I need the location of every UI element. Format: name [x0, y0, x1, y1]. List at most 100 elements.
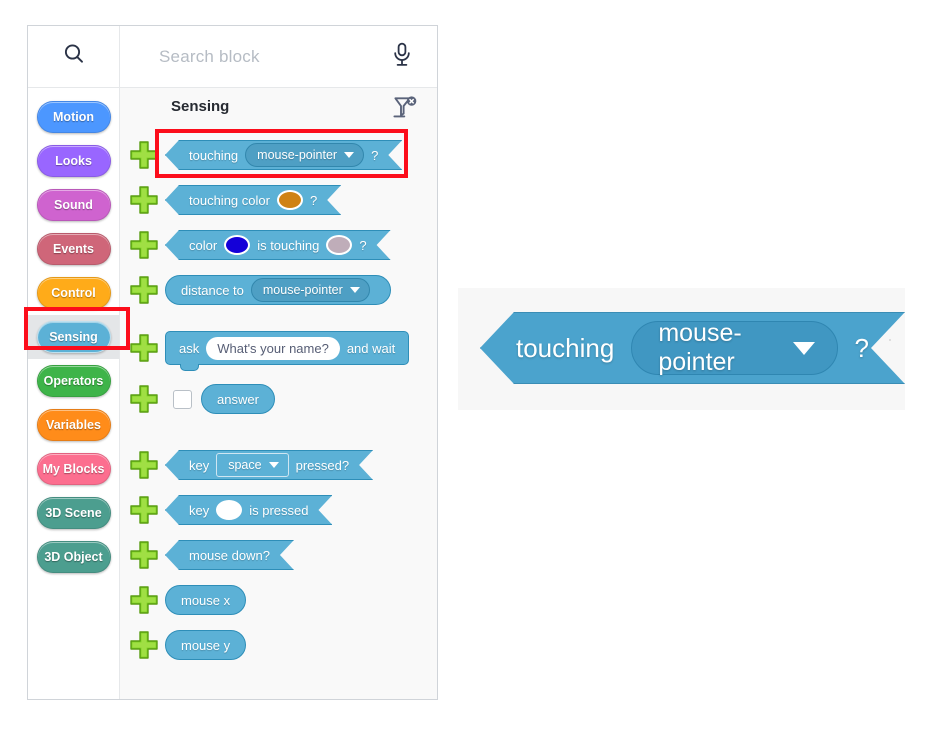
- preview-touching-block[interactable]: touching mouse-pointer ?: [480, 312, 905, 384]
- category-button-events[interactable]: Events: [36, 233, 111, 265]
- block-label: ask: [179, 340, 200, 356]
- block-label: is touching: [257, 237, 320, 253]
- block-label: mouse down?: [189, 547, 270, 563]
- plus-icon[interactable]: [129, 585, 159, 615]
- block-label: is pressed: [249, 502, 309, 518]
- category-slot-motion[interactable]: Motion: [28, 95, 119, 139]
- block-label: ?: [359, 237, 367, 253]
- block-label: mouse y: [181, 637, 231, 653]
- category-slot-looks[interactable]: Looks: [28, 139, 119, 183]
- preview-dropdown[interactable]: mouse-pointer: [631, 321, 837, 375]
- category-button-3d-object[interactable]: 3D Object: [36, 541, 111, 573]
- plus-icon[interactable]: [129, 495, 159, 525]
- category-button-motion[interactable]: Motion: [36, 101, 111, 133]
- color-swatch[interactable]: [216, 500, 242, 520]
- block-visibility-checkbox[interactable]: [173, 389, 192, 409]
- preview-label-prefix: touching: [516, 332, 615, 363]
- block-label: mouse x: [181, 592, 231, 608]
- block-dropdown-value: mouse-pointer: [257, 148, 338, 162]
- category-button-3d-scene[interactable]: 3D Scene: [36, 497, 111, 529]
- category-slot-control[interactable]: Control: [28, 271, 119, 315]
- block-mouse-x[interactable]: mouse x: [165, 585, 247, 615]
- block-label: distance to: [181, 282, 244, 298]
- chevron-down-icon: [793, 342, 815, 355]
- category-button-variables[interactable]: Variables: [36, 409, 111, 441]
- category-slot-3d-scene[interactable]: 3D Scene: [28, 491, 119, 535]
- palette-row-ask-and-wait: ask What's your name? and wait: [121, 328, 410, 371]
- block-dropdown[interactable]: space: [216, 453, 288, 477]
- block-answer[interactable]: answer: [201, 384, 275, 414]
- microphone-icon[interactable]: [391, 41, 413, 72]
- search-icon-cell[interactable]: [28, 26, 120, 87]
- palette-row-touching-color: touching color?: [121, 180, 341, 220]
- palette-row-distance-to: distance to mouse-pointer: [121, 270, 391, 310]
- block-label: touching: [189, 147, 239, 163]
- category-slot-operators[interactable]: Operators: [28, 359, 119, 403]
- palette-row-mouse-y: mouse y: [121, 625, 247, 665]
- preview-dropdown-value: mouse-pointer: [658, 319, 742, 376]
- plus-icon[interactable]: [129, 630, 159, 660]
- category-button-sensing[interactable]: Sensing: [36, 321, 111, 353]
- category-button-operators[interactable]: Operators: [36, 365, 111, 397]
- plus-icon[interactable]: [129, 230, 159, 260]
- plus-icon[interactable]: [129, 140, 159, 170]
- search-input[interactable]: Search block: [159, 46, 260, 66]
- chevron-down-icon: [269, 462, 279, 468]
- block-preview-panel: touching mouse-pointer ?: [458, 288, 905, 410]
- block-label: answer: [217, 391, 259, 407]
- category-slot-my-blocks[interactable]: My Blocks: [28, 447, 119, 491]
- color-swatch[interactable]: [277, 190, 303, 210]
- block-text-input[interactable]: What's your name?: [206, 336, 340, 360]
- palette-title: Sensing: [171, 98, 230, 115]
- block-label: and wait: [346, 340, 396, 356]
- category-slot-events[interactable]: Events: [28, 227, 119, 271]
- block-label: pressed?: [295, 457, 350, 473]
- block-touching-color[interactable]: touching color?: [165, 185, 341, 215]
- block-key-pressed[interactable]: key space pressed?: [165, 450, 373, 480]
- block-mouse-y[interactable]: mouse y: [165, 630, 247, 660]
- category-slot-variables[interactable]: Variables: [28, 403, 119, 447]
- block-dropdown-value: mouse-pointer: [262, 283, 343, 297]
- palette-row-mouse-down: mouse down?: [121, 535, 294, 575]
- plus-icon[interactable]: [129, 185, 159, 215]
- block-dropdown[interactable]: mouse-pointer: [245, 143, 364, 167]
- category-slot-3d-object[interactable]: 3D Object: [28, 535, 119, 579]
- block-ask-and-wait[interactable]: ask What's your name? and wait: [165, 331, 410, 371]
- palette-row-key-pressed: key space pressed?: [121, 445, 373, 485]
- color-swatch[interactable]: [224, 235, 250, 255]
- plus-icon[interactable]: [129, 540, 159, 570]
- category-slot-sound[interactable]: Sound: [28, 183, 119, 227]
- plus-icon[interactable]: [129, 275, 159, 305]
- palette-row-answer: answer: [121, 379, 275, 419]
- category-button-looks[interactable]: Looks: [36, 145, 111, 177]
- filter-clear-icon[interactable]: [392, 95, 418, 126]
- search-input-wrap[interactable]: Search block: [121, 26, 437, 87]
- block-label: ?: [309, 192, 318, 208]
- block-distance-to[interactable]: distance to mouse-pointer: [165, 275, 391, 305]
- block-mouse-down[interactable]: mouse down?: [165, 540, 294, 570]
- search-bar: Search block: [28, 26, 437, 88]
- block-label: key: [189, 457, 210, 473]
- plus-icon[interactable]: [129, 333, 159, 363]
- chevron-down-icon: [344, 152, 354, 158]
- category-slot-sensing[interactable]: Sensing: [28, 315, 119, 359]
- category-button-sound[interactable]: Sound: [36, 189, 111, 221]
- plus-icon[interactable]: [129, 384, 159, 414]
- block-dropdown[interactable]: mouse-pointer: [250, 278, 370, 302]
- preview-label-suffix: ?: [854, 332, 869, 363]
- color-swatch[interactable]: [326, 235, 352, 255]
- palette-header: Sensing: [121, 88, 437, 126]
- plus-icon[interactable]: [129, 450, 159, 480]
- category-button-my-blocks[interactable]: My Blocks: [36, 453, 111, 485]
- category-button-control[interactable]: Control: [36, 277, 111, 309]
